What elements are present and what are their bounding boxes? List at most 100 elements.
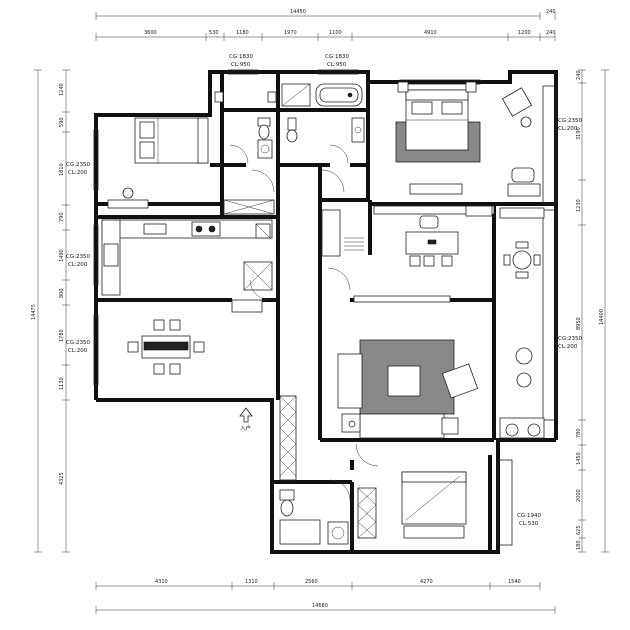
entrance-arrow-icon (239, 407, 253, 423)
tv-cabinet (353, 295, 451, 303)
left-seg-3: 1810 (59, 163, 65, 176)
top-seg-7: 1200 (518, 30, 531, 36)
entrance-marker: 入户 (239, 407, 253, 432)
right-seg-9: 180 (576, 540, 582, 550)
window-label-cg: CG:2350 (558, 336, 582, 342)
top-seg-right: 240 (546, 30, 556, 36)
kitchen-fixtures (101, 199, 275, 313)
dresser (409, 183, 463, 195)
rug (359, 339, 455, 415)
window-label-cl: CL:200 (558, 126, 578, 132)
sink (103, 243, 119, 267)
left-seg-9: 4325 (59, 472, 65, 485)
right-seg-5: 780 (576, 428, 582, 438)
bottom-seg-4: 4270 (420, 579, 433, 585)
window-label-cl: CL:200 (68, 170, 88, 176)
left-seg-7: 1780 (59, 329, 65, 342)
top-seg-1: 3600 (144, 30, 157, 36)
counter (101, 219, 273, 239)
bottom-total-dim: 14680 (312, 603, 328, 609)
bottom-seg-3: 2560 (305, 579, 318, 585)
window-label-cl: CL:200 (68, 262, 88, 268)
right-seg-2: 3190 (576, 127, 582, 140)
left-seg-1: 1240 (59, 83, 65, 96)
sink (257, 139, 273, 159)
balcony-furniture (499, 207, 545, 439)
dining-furniture (127, 319, 205, 375)
right-seg-7: 2000 (576, 489, 582, 502)
armchair (501, 87, 533, 117)
right-dimension-lines: 240 3190 1230 8950 780 1450 2000 625 180… (576, 69, 609, 553)
bottom-bedroom-furniture (357, 471, 467, 539)
right-seg-8: 625 (576, 525, 582, 535)
left-seg-4: 790 (59, 212, 65, 222)
sofa (359, 413, 445, 439)
coffee-table (387, 365, 421, 397)
sink (351, 117, 365, 143)
entrance-cabinet (279, 395, 297, 481)
armchair (441, 363, 479, 399)
right-total-dim: 14400 (599, 309, 605, 325)
window-label-cg: CG:2350 (558, 118, 582, 124)
top-seg-6: 4910 (424, 30, 437, 36)
chair (122, 187, 134, 199)
bottom-seg-1: 4310 (155, 579, 168, 585)
top-total-dim: 14450 (290, 9, 306, 15)
door-swings (229, 144, 379, 501)
windows (93, 69, 557, 546)
window-label-cl: CL:200 (68, 348, 88, 354)
right-seg-6: 1450 (576, 452, 582, 465)
right-seg-4: 8950 (576, 317, 582, 330)
plant (515, 347, 533, 365)
stair (321, 209, 364, 257)
bottom-seg-2: 1310 (245, 579, 258, 585)
toilet (287, 117, 297, 131)
bottom-dimension-lines: 4310 1310 2560 4270 1540 14680 (95, 579, 556, 614)
left-seg-2: 590 (59, 117, 65, 127)
pillow (403, 525, 465, 539)
left-seg-8: 1130 (59, 377, 65, 390)
bathroom-fixtures (214, 83, 365, 159)
stove (191, 221, 221, 237)
sink (327, 521, 349, 545)
top-right-small-dim: 240 (546, 9, 556, 15)
window-label-cg: CG:2350 (66, 162, 90, 168)
round-table (512, 250, 532, 270)
window-label-cl: CL:200 (558, 344, 578, 350)
top-seg-4: 1970 (284, 30, 297, 36)
window-label-cg: CG:2350 (66, 340, 90, 346)
window-labels: CG:1830 CL:950 CG:1830 CL:950 CG:2350 CL… (66, 54, 582, 527)
sofa (337, 353, 363, 409)
top-seg-5: 1100 (329, 30, 342, 36)
window-label-cl: CL:950 (327, 62, 347, 68)
bottom-seg-5: 1540 (508, 579, 521, 585)
desk (107, 199, 149, 209)
entrance-label: 入户 (240, 424, 251, 432)
living-room-furniture (337, 295, 479, 439)
top-seg-2: 530 (209, 30, 219, 36)
window-label-cg: CG:1830 (229, 54, 253, 60)
nightstand (397, 81, 409, 93)
window-label-cl: CL:950 (231, 62, 251, 68)
top-seg-3: 1180 (236, 30, 249, 36)
study-furniture (373, 205, 495, 267)
top-dimension-lines: 14450 240 3600 530 1180 1970 1100 4910 1… (95, 9, 556, 41)
left-seg-6: 800 (59, 288, 65, 298)
nightstand (465, 81, 477, 93)
bedroom-1-furniture (107, 117, 209, 209)
bottom-bathroom (279, 489, 349, 545)
window-label-cg: CG:1830 (325, 54, 349, 60)
walls (94, 70, 558, 554)
side-table (520, 116, 532, 128)
master-bedroom-furniture (395, 81, 541, 197)
left-total-dim: 14475 (31, 304, 37, 320)
window-label-cg: CG:2350 (66, 254, 90, 260)
window-label-cg: CG:1940 (517, 513, 541, 519)
left-seg-5: 1490 (59, 249, 65, 262)
left-dimension-lines: 14475 1240 590 1810 790 1490 800 1780 11… (31, 69, 70, 553)
window-label-cl: CL:530 (519, 521, 539, 527)
right-seg-1: 240 (576, 70, 582, 80)
right-seg-3: 1230 (576, 199, 582, 212)
stool (511, 167, 535, 183)
